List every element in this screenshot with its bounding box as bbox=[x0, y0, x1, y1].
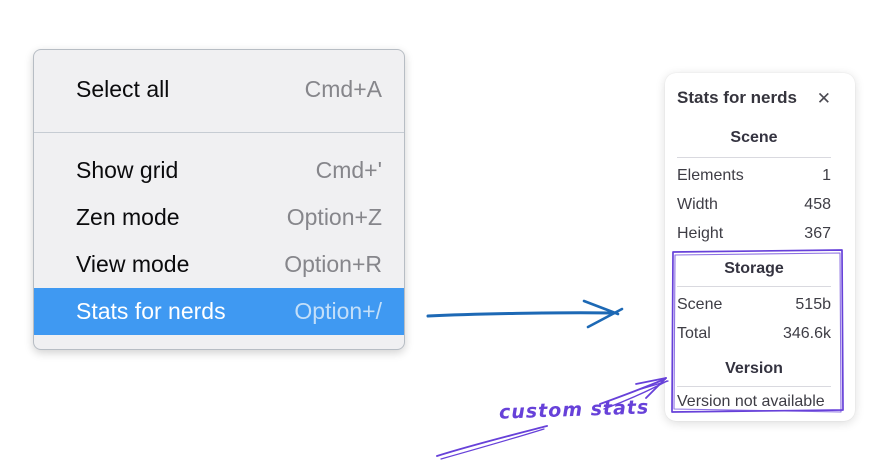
menu-item-show-grid[interactable]: Show grid Cmd+' bbox=[34, 147, 404, 194]
stat-value: 458 bbox=[804, 195, 831, 213]
close-icon[interactable]: ✕ bbox=[816, 88, 831, 108]
menu-item-zen-mode[interactable]: Zen mode Option+Z bbox=[34, 194, 404, 241]
stat-label: Scene bbox=[677, 295, 723, 313]
section-heading-version: Version bbox=[725, 360, 783, 377]
stat-row-height: Height 367 bbox=[677, 219, 831, 248]
stats-panel: Stats for nerds ✕ Scene Elements 1 Width… bbox=[665, 73, 855, 421]
section-divider bbox=[677, 286, 831, 287]
section-heading-storage: Storage bbox=[724, 260, 784, 277]
stat-row-scene-storage: Scene 515b bbox=[677, 290, 831, 319]
stats-panel-header: Stats for nerds ✕ bbox=[677, 88, 831, 108]
stat-value: 1 bbox=[822, 166, 831, 184]
custom-stats-annotation-label: custom stats bbox=[498, 396, 650, 424]
stats-panel-title: Stats for nerds bbox=[677, 88, 797, 107]
scene-stat-rows: Elements 1 Width 458 Height 367 bbox=[677, 161, 831, 248]
menu-item-shortcut: Option+Z bbox=[286, 204, 382, 230]
menu-item-label: Show grid bbox=[76, 157, 179, 183]
menu-item-shortcut: Cmd+A bbox=[304, 76, 382, 102]
menu-item-shortcut: Cmd+' bbox=[315, 157, 382, 183]
context-menu: Select all Cmd+A Show grid Cmd+' Zen mod… bbox=[33, 49, 405, 350]
section-heading-scene: Scene bbox=[730, 129, 778, 146]
stat-row-total-storage: Total 346.6k bbox=[677, 319, 831, 348]
stat-label: Total bbox=[677, 324, 711, 342]
menu-item-stats-for-nerds[interactable]: Stats for nerds Option+/ bbox=[34, 288, 404, 335]
stat-label: Height bbox=[677, 224, 724, 242]
custom-stats-tail-line bbox=[436, 425, 548, 460]
stat-row-elements: Elements 1 bbox=[677, 161, 831, 190]
section-divider bbox=[677, 157, 831, 158]
stat-row-width: Width 458 bbox=[677, 190, 831, 219]
stat-label: Elements bbox=[677, 166, 744, 184]
storage-stat-rows: Scene 515b Total 346.6k bbox=[677, 290, 831, 348]
stat-value: 367 bbox=[804, 224, 831, 242]
menu-item-label: Stats for nerds bbox=[76, 298, 226, 324]
menu-item-select-all[interactable]: Select all Cmd+A bbox=[34, 66, 404, 113]
menu-item-shortcut: Option+/ bbox=[294, 298, 382, 324]
blue-arrow bbox=[426, 299, 624, 329]
menu-item-shortcut: Option+R bbox=[284, 251, 382, 277]
stat-value: 515b bbox=[795, 295, 831, 313]
menu-item-label: Select all bbox=[76, 76, 170, 102]
menu-item-label: View mode bbox=[76, 251, 190, 277]
stat-value: 346.6k bbox=[782, 324, 831, 342]
stat-label: Width bbox=[677, 195, 718, 213]
menu-item-label: Zen mode bbox=[76, 204, 180, 230]
menu-divider bbox=[34, 132, 404, 133]
menu-item-view-mode[interactable]: View mode Option+R bbox=[34, 241, 404, 288]
version-note: Version not available bbox=[677, 392, 825, 410]
